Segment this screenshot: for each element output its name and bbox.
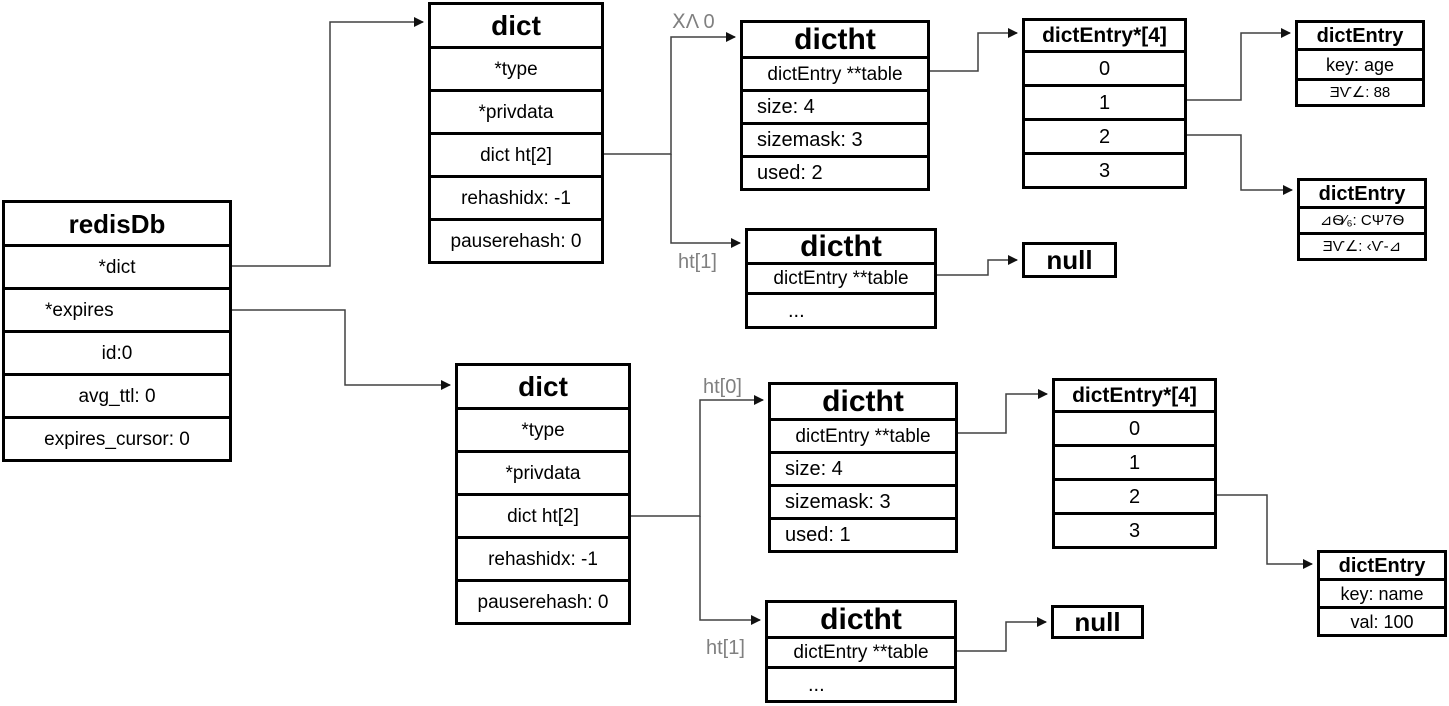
- wire-dictht-bottom0-table-to-array-bottom: [958, 389, 1048, 434]
- ht0-top-label: ⅩΛ 0: [672, 11, 715, 33]
- entry-age-key: key: age: [1295, 48, 1425, 81]
- dictht-bottom0-field-sizemask: sizemask: 3: [768, 484, 958, 520]
- wire-array-top-2-to-entry-garbled: [1187, 134, 1293, 195]
- dictht-bottom1-title: dictht: [765, 600, 957, 639]
- redisdb-field-dict: *dict: [2, 244, 232, 290]
- dictht-top0-title: dictht: [740, 20, 930, 59]
- array-bottom-title: dictEntry*[4]: [1052, 378, 1217, 413]
- wire-array-bottom-2-to-entry-name: [1217, 494, 1313, 569]
- wire-redisdb-dict-to-dict-top: [232, 17, 424, 267]
- dictht-top0-field-sizemask: sizemask: 3: [740, 122, 930, 158]
- dict-top-struct: dict *type *privdata dict ht[2] rehashid…: [428, 2, 604, 264]
- dictht-bottom1-field-table: dictEntry **table: [765, 636, 957, 669]
- redisdb-field-id: id:0: [2, 330, 232, 376]
- entry-garbled-val: ƎѴ∠: ‹Ѵ-⊿: [1297, 232, 1427, 261]
- dictht-top0-field-used: used: 2: [740, 155, 930, 191]
- redisdb-field-expires-cursor: expires_cursor: 0: [2, 416, 232, 462]
- dict-bottom-field-ht2: dict ht[2]: [455, 493, 631, 539]
- entry-age-title: dictEntry: [1295, 20, 1425, 51]
- dictht-bottom0-field-size: size: 4: [768, 451, 958, 487]
- dictht-bottom0-field-table: dictEntry **table: [768, 418, 958, 454]
- entry-garbled-title: dictEntry: [1297, 178, 1427, 209]
- dictht-bottom1-struct: dictht dictEntry **table ...: [765, 600, 957, 703]
- redisdb-title: redisDb: [2, 200, 232, 247]
- dict-top-field-type: *type: [428, 46, 604, 92]
- null-bottom-label: null: [1051, 605, 1144, 639]
- dictht-bottom0-field-used: used: 1: [768, 517, 958, 553]
- wire-dictht-top0-table-to-array-top: [930, 28, 1018, 72]
- entry-name-title: dictEntry: [1317, 550, 1447, 581]
- array-bottom-struct: dictEntry*[4] 0 1 2 3: [1052, 378, 1217, 549]
- dictht-top1-field-table: dictEntry **table: [745, 262, 937, 295]
- dict-bottom-field-type: *type: [455, 407, 631, 453]
- entry-age-struct: dictEntry key: age ƎѴ∠: 88: [1295, 20, 1425, 107]
- dict-top-field-ht2: dict ht[2]: [428, 132, 604, 178]
- wire-dicttop-ht2-to-dictht-top0: [604, 32, 736, 155]
- dictht-top1-field-ellipsis: ...: [745, 292, 937, 329]
- array-top-slot-0: 0: [1022, 50, 1187, 87]
- dict-top-field-rehashidx: rehashidx: -1: [428, 175, 604, 221]
- wire-dictbottom-ht2-to-dictht-bottom1: [699, 516, 761, 625]
- dictht-top0-field-size: size: 4: [740, 89, 930, 125]
- dictht-top1-title: dictht: [745, 228, 937, 265]
- dict-top-title: dict: [428, 2, 604, 49]
- redisdb-field-avg-ttl: avg_ttl: 0: [2, 373, 232, 419]
- array-top-struct: dictEntry*[4] 0 1 2 3: [1022, 18, 1187, 189]
- wire-dictbottom-ht2-to-dictht-bottom0: [631, 395, 764, 517]
- dict-top-field-privdata: *privdata: [428, 89, 604, 135]
- dictht-top0-field-table: dictEntry **table: [740, 56, 930, 92]
- array-bottom-slot-2: 2: [1052, 478, 1217, 515]
- dictht-bottom0-title: dictht: [768, 382, 958, 421]
- array-bottom-slot-3: 3: [1052, 512, 1217, 549]
- dict-bottom-title: dict: [455, 363, 631, 410]
- wire-redisdb-expires-to-dict-bottom: [232, 309, 451, 390]
- dict-bottom-field-privdata: *privdata: [455, 450, 631, 496]
- array-bottom-slot-0: 0: [1052, 410, 1217, 447]
- ht1-bottom-label: ht[1]: [706, 637, 745, 659]
- wire-dictht-bottom1-table-to-null-bottom: [957, 617, 1047, 652]
- ht1-top-label: ht[1]: [678, 251, 717, 273]
- dictht-top1-struct: dictht dictEntry **table ...: [745, 228, 937, 329]
- entry-name-struct: dictEntry key: name val: 100: [1317, 550, 1447, 637]
- entry-name-key: key: name: [1317, 578, 1447, 609]
- ht0-bottom-label: ht[0]: [703, 376, 742, 398]
- dictht-bottom1-field-ellipsis: ...: [765, 666, 957, 703]
- array-top-slot-2: 2: [1022, 118, 1187, 155]
- array-bottom-slot-1: 1: [1052, 444, 1217, 481]
- wire-dictht-top1-table-to-null-top: [937, 255, 1018, 276]
- entry-name-val: val: 100: [1317, 606, 1447, 637]
- redisdb-struct: redisDb *dict *expires id:0 avg_ttl: 0 e…: [2, 200, 232, 462]
- dict-top-field-pauserehash: pauserehash: 0: [428, 218, 604, 264]
- null-top-label: null: [1022, 242, 1117, 278]
- entry-garbled-struct: dictEntry ⊿Ѳ⁄₆: ϹΨ7Ѳ ƎѴ∠: ‹Ѵ-⊿: [1297, 178, 1427, 261]
- dictht-bottom0-struct: dictht dictEntry **table size: 4 sizemas…: [768, 382, 958, 553]
- null-bottom-box: null: [1051, 605, 1144, 639]
- dict-bottom-struct: dict *type *privdata dict ht[2] rehashid…: [455, 363, 631, 625]
- array-top-title: dictEntry*[4]: [1022, 18, 1187, 53]
- redisdb-field-expires: *expires: [2, 287, 232, 333]
- entry-age-val: ƎѴ∠: 88: [1295, 78, 1425, 107]
- dict-bottom-field-rehashidx: rehashidx: -1: [455, 536, 631, 582]
- entry-garbled-key: ⊿Ѳ⁄₆: ϹΨ7Ѳ: [1297, 206, 1427, 235]
- wire-array-top-1-to-entry-age: [1187, 28, 1291, 101]
- wire-dicttop-ht2-to-dictht-top1: [670, 154, 741, 248]
- dictht-top0-struct: dictht dictEntry **table size: 4 sizemas…: [740, 20, 930, 191]
- array-top-slot-3: 3: [1022, 152, 1187, 189]
- array-top-slot-1: 1: [1022, 84, 1187, 121]
- null-top-box: null: [1022, 242, 1117, 278]
- dict-bottom-field-pauserehash: pauserehash: 0: [455, 579, 631, 625]
